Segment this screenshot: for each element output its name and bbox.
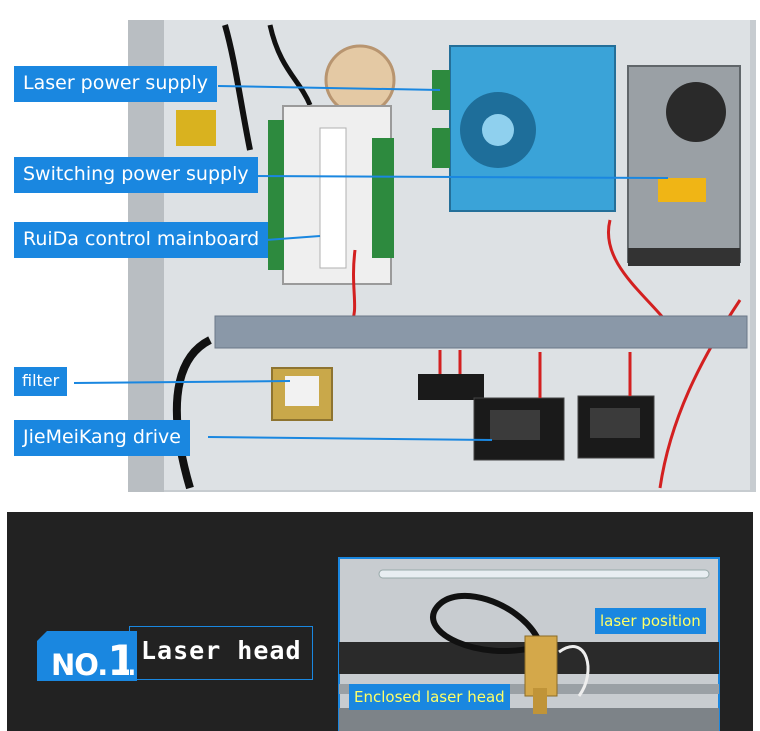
- black-cable-2: [267, 24, 313, 106]
- red-wire: [607, 219, 667, 321]
- drive-wires: [438, 350, 632, 398]
- no1-prefix: NO.: [51, 648, 108, 682]
- laser-nozzle: [533, 688, 547, 714]
- laser-psu-terminal-top: [432, 70, 450, 110]
- honeycomb-bed: [339, 708, 719, 731]
- divider: [0, 500, 760, 505]
- label-switching-power-supply: Switching power supply: [14, 157, 258, 193]
- switching-psu-terminals: [628, 248, 740, 266]
- pointer-drive: [207, 436, 493, 441]
- laser-psu-fan-hub: [482, 114, 514, 146]
- mainboard-sticker: [319, 127, 347, 269]
- no1-text: NO.1: [51, 636, 137, 685]
- switching-psu-fan: [666, 82, 726, 142]
- mainboard-terminals-right: [372, 138, 394, 258]
- laser-cable: [430, 592, 540, 654]
- label-laser-position: laser position: [595, 608, 706, 634]
- no1-badge-shape: [37, 631, 137, 681]
- stepper-drive-1-label: [490, 410, 540, 440]
- air-hose: [558, 645, 590, 697]
- light-tube: [378, 569, 710, 579]
- laser-head-section: NO.1 Laser head laser position Enclosed …: [7, 512, 753, 731]
- round-vent: [324, 44, 396, 116]
- no1-number: 1: [107, 636, 136, 685]
- laser-head-title-box: [129, 626, 313, 680]
- no1-badge: [37, 631, 137, 681]
- yellow-relay: [176, 110, 216, 146]
- cabinet-illustration: [0, 20, 760, 505]
- terminal-block: [418, 374, 484, 400]
- laser-head-title: Laser head: [141, 636, 302, 665]
- switching-psu-sticker: [658, 178, 706, 202]
- laser-head-body: [524, 635, 558, 697]
- pointer-laser-psu: [217, 85, 441, 91]
- filter-sticker: [285, 376, 319, 406]
- pointer-mainboard: [265, 235, 321, 241]
- black-cable-3: [172, 336, 212, 490]
- label-enclosed-laser-head: Enclosed laser head: [349, 684, 510, 710]
- laser-psu-terminal-bottom: [432, 128, 450, 168]
- label-laser-power-supply: Laser power supply: [14, 66, 218, 102]
- label-filter: filter: [14, 367, 68, 396]
- pointer-switching-psu: [253, 175, 669, 179]
- label-jiemeikang-drive: JieMeiKang drive: [14, 420, 190, 456]
- stepper-drive-2-label: [590, 408, 640, 438]
- laser-head-illustration: [338, 557, 720, 731]
- mainboard-terminals-left: [268, 120, 284, 270]
- cable-tray: [214, 315, 748, 349]
- pointer-filter: [73, 380, 291, 384]
- black-cable: [222, 24, 253, 151]
- label-ruida-mainboard: RuiDa control mainboard: [14, 222, 269, 258]
- cabinet-photo: Laser power supply Switching power suppl…: [0, 20, 760, 505]
